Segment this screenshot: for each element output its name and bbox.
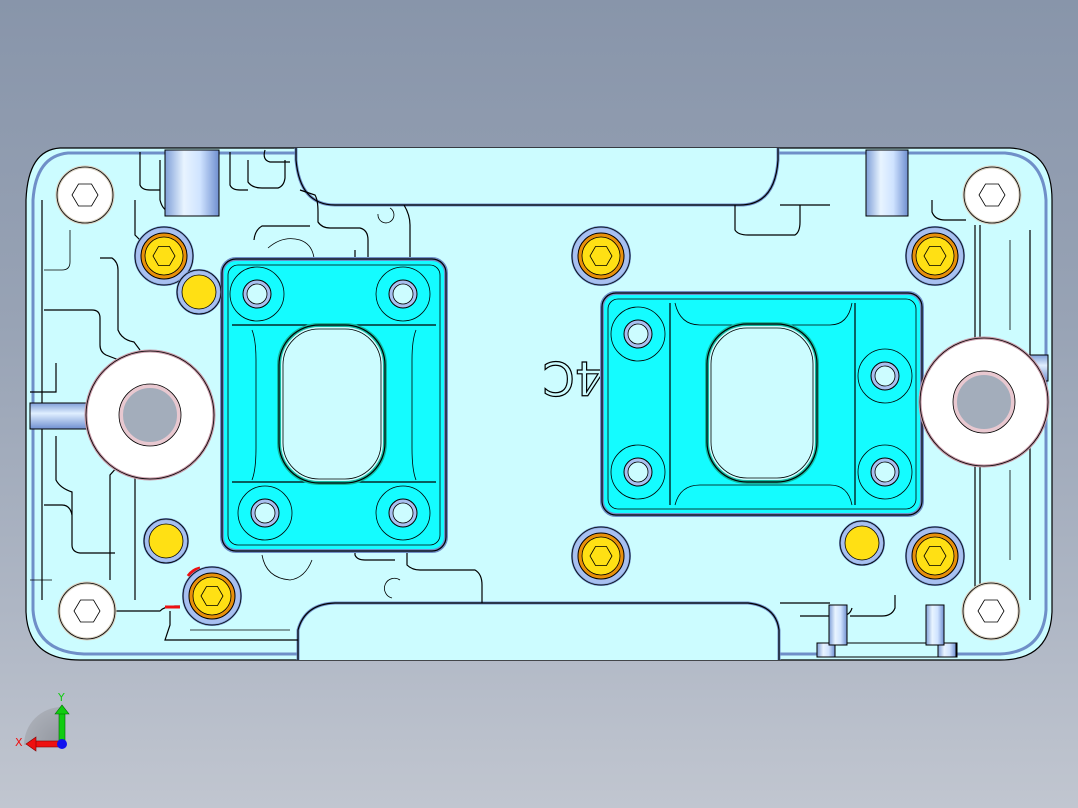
top-channel	[294, 148, 780, 207]
bottom-channel	[296, 601, 781, 660]
corner-bolt-bottom-right[interactable]	[961, 581, 1021, 641]
socket-screw-2[interactable]	[571, 226, 631, 286]
axis-y-label: Y	[57, 691, 65, 704]
dowel-pin-2[interactable]	[143, 518, 189, 564]
corner-bolt-top-right[interactable]	[962, 165, 1022, 225]
socket-screw-6[interactable]	[905, 526, 965, 586]
dowel-pin-1[interactable]	[176, 269, 222, 315]
cavity-insert-left[interactable]	[220, 257, 448, 553]
insert-hole	[375, 266, 431, 322]
axis-triad: Y X	[15, 691, 70, 752]
socket-screw-1[interactable]	[134, 226, 194, 286]
insert-hole	[857, 348, 913, 404]
dowel-pin-3[interactable]	[839, 520, 885, 566]
socket-screw-3[interactable]	[905, 226, 965, 286]
ejector-pin-assembly[interactable]	[816, 604, 958, 658]
insert-hole	[229, 266, 285, 322]
corner-bolt-bottom-left[interactable]	[57, 581, 117, 641]
corner-bolt-top-left[interactable]	[55, 165, 115, 225]
insert-hole	[857, 444, 913, 500]
insert-hole	[237, 485, 293, 541]
insert-hole	[610, 444, 666, 500]
axis-x-label: X	[15, 736, 23, 749]
guide-pin-top-right[interactable]	[865, 149, 909, 217]
side-pin-left[interactable]	[29, 402, 91, 430]
socket-screw-5[interactable]	[571, 526, 631, 586]
guide-pin-top-left[interactable]	[164, 149, 220, 217]
cavity-insert-right[interactable]	[600, 291, 924, 517]
insert-hole	[610, 306, 666, 362]
engraved-label: 4C	[543, 351, 604, 405]
insert-hole	[375, 485, 431, 541]
guide-bushing-right[interactable]	[918, 336, 1050, 468]
socket-screw-4[interactable]	[182, 566, 242, 626]
guide-bushing-left[interactable]	[84, 349, 216, 481]
